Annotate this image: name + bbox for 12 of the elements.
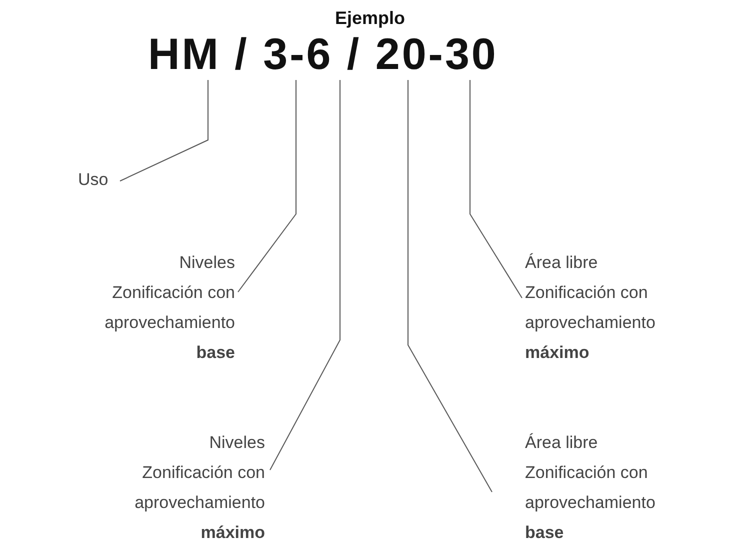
callout-text: Niveles Zonificación con aprovechamiento máximo xyxy=(125,428,265,543)
leader-line xyxy=(120,80,208,182)
callout-text: Niveles Zonificación con aprovechamiento base xyxy=(95,248,235,368)
callout-text: Área libre Zonificación con aprovechamiento máximo xyxy=(525,248,665,368)
callout-text: Área libre Zonificación con aprovechamiento base xyxy=(525,428,665,543)
leader-line xyxy=(238,80,296,292)
leader-line xyxy=(270,80,340,470)
leader-line xyxy=(470,80,522,298)
callout-text: Uso xyxy=(78,165,128,195)
zoning-code: HM / 3-6 / 20-30 xyxy=(148,30,498,80)
title: Ejemplo xyxy=(334,8,406,29)
leader-line xyxy=(408,80,492,492)
